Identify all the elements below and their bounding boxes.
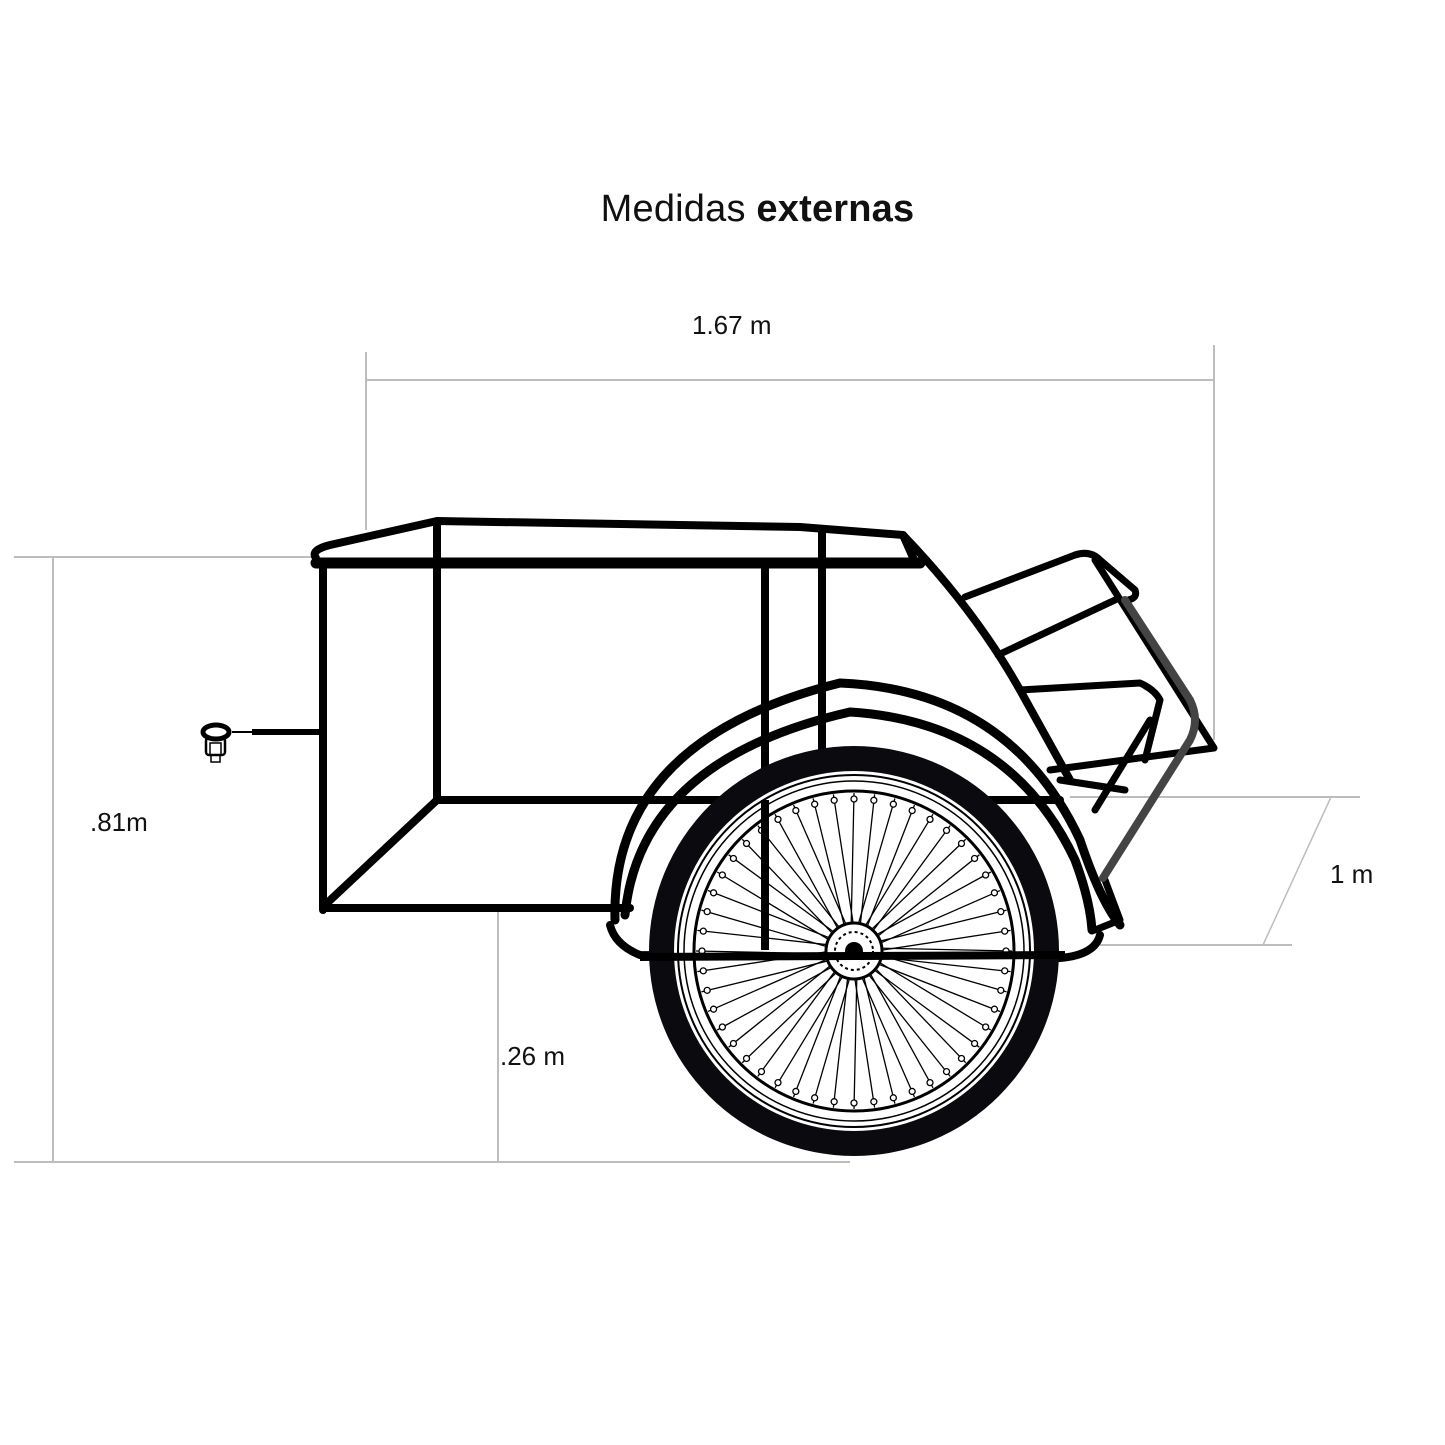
title-regular: Medidas (600, 188, 757, 230)
length-dimension-label: 1.67 m (692, 310, 772, 340)
dimension-guides (14, 345, 1360, 1163)
wheel (649, 746, 1059, 1156)
rear-handle (1099, 596, 1199, 882)
axle-rail (639, 951, 1066, 961)
ground-clearance-dimension-label: .26 m (500, 1041, 566, 1071)
hitch-coupler-icon (200, 722, 322, 763)
width-dimension-label: 1 m (1330, 859, 1374, 889)
diagram-title: Medidas externas (0, 188, 1445, 231)
wheel-spokes (695, 792, 1013, 1110)
rear-rack (961, 549, 1218, 934)
title-bold: externas (756, 188, 915, 230)
height-dimension-label: .81m (90, 807, 148, 837)
